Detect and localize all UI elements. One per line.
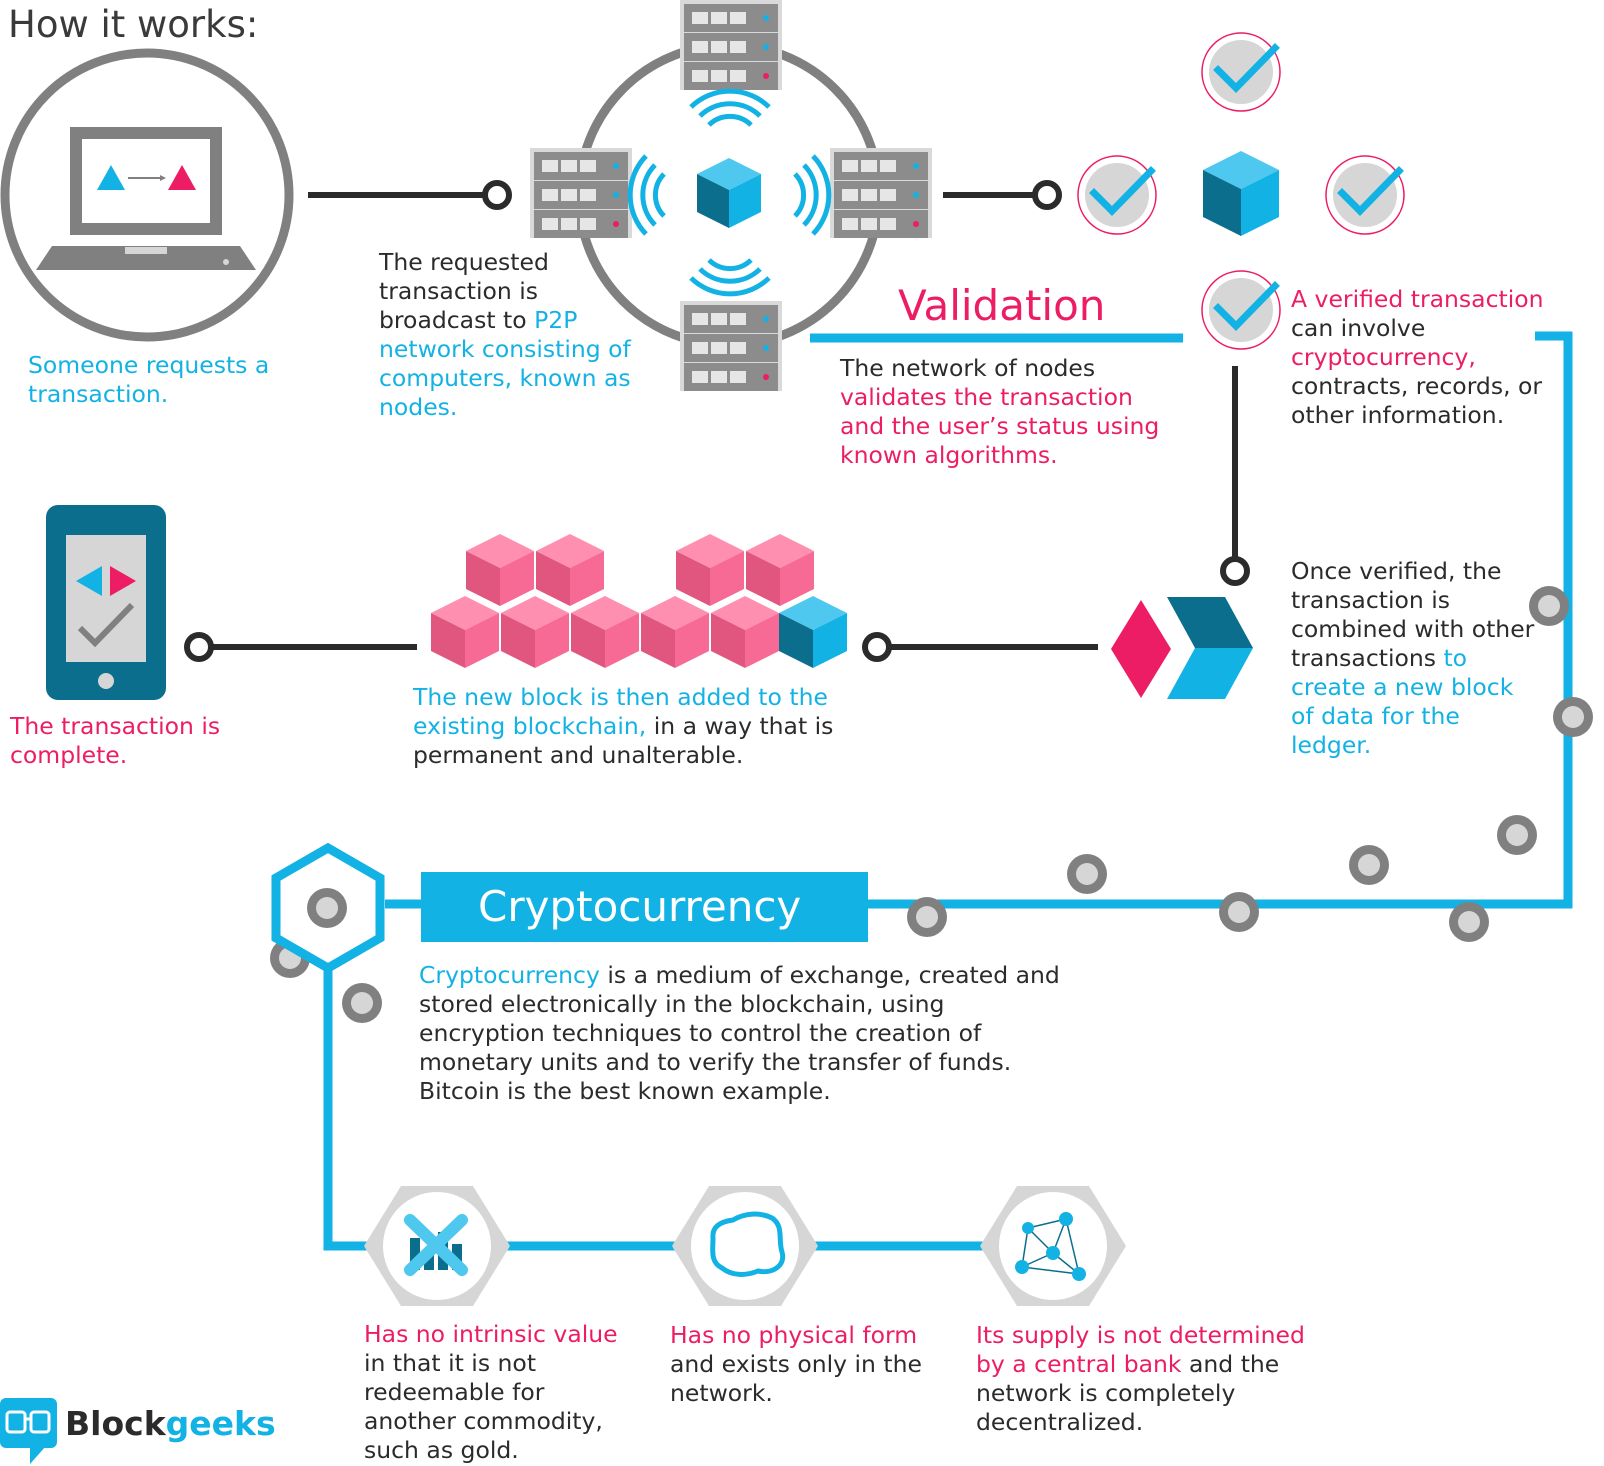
added-part2: in a way that is permanent and unalterab… bbox=[413, 712, 834, 769]
added-part1: The new block is then added to the exist… bbox=[413, 683, 828, 740]
no-value-icon bbox=[364, 1186, 510, 1306]
connector-validation-combine bbox=[1220, 366, 1250, 586]
laptop-icon bbox=[0, 48, 294, 342]
step-complete-text: The transaction is complete. bbox=[10, 712, 221, 769]
step-verified-text: A verified transaction can involve crypt… bbox=[1291, 285, 1577, 430]
broadcast-part1: The requested transaction is broadcast t… bbox=[379, 248, 549, 334]
page-title: How it works: bbox=[8, 3, 259, 46]
phone-icon bbox=[46, 505, 166, 700]
connector-combine-blockchain bbox=[862, 632, 1098, 662]
step-validation-text: The network of nodes validates the trans… bbox=[840, 354, 1170, 470]
connector-request-broadcast bbox=[308, 180, 512, 210]
crypto-desc-part1: Cryptocurrency bbox=[419, 961, 600, 989]
cryptocurrency-title: Cryptocurrency bbox=[478, 882, 802, 931]
blockgeeks-logo-text: Blockgeeks bbox=[65, 1404, 276, 1444]
step-request-text: Someone requests a transaction. bbox=[28, 351, 270, 408]
property-pink: Its supply is not determined by a centra… bbox=[976, 1321, 1305, 1378]
crypto-banner bbox=[421, 872, 868, 942]
network-icon bbox=[980, 1186, 1126, 1306]
validation-title: Validation bbox=[898, 281, 1106, 330]
property-no-physical-form: Has no physical form and exists only in … bbox=[670, 1321, 940, 1408]
logo-part1: Block bbox=[65, 1404, 166, 1443]
validation-part2: validates the transaction and the user’s… bbox=[840, 383, 1160, 469]
combined-part2: to create a new block of data for the le… bbox=[1291, 644, 1514, 759]
connector-blockchain-complete bbox=[184, 632, 417, 662]
property-rest: and the network is completely decentrali… bbox=[976, 1350, 1280, 1436]
step-combined-text: Once verified, the transaction is combin… bbox=[1291, 557, 1541, 760]
no-physical-form-icon bbox=[672, 1186, 818, 1306]
combined-part1: Once verified, the transaction is combin… bbox=[1291, 557, 1535, 672]
verified-part1: A verified transaction bbox=[1291, 285, 1544, 313]
verified-part4: contracts, records, or other information… bbox=[1291, 372, 1543, 429]
verified-part2: can involve bbox=[1291, 314, 1426, 342]
property-pink: Has no intrinsic value bbox=[364, 1320, 618, 1348]
property-no-value: Has no intrinsic value in that it is not… bbox=[364, 1320, 634, 1465]
blockgeeks-logo-icon bbox=[0, 1398, 57, 1464]
verified-part3: cryptocurrency, bbox=[1291, 343, 1476, 371]
step-broadcast-text: The requested transaction is broadcast t… bbox=[379, 248, 631, 422]
property-rest: and exists only in the network. bbox=[670, 1350, 922, 1407]
property-rest: in that it is not redeemable for another… bbox=[364, 1349, 603, 1464]
p2p-network-icon bbox=[530, 0, 932, 391]
property-pink: Has no physical form bbox=[670, 1321, 918, 1349]
combine-icon bbox=[1111, 597, 1253, 699]
connector-broadcast-validation bbox=[943, 180, 1062, 210]
crypto-hexagon bbox=[271, 842, 385, 974]
blockchain-icon bbox=[431, 534, 847, 668]
cryptocurrency-description: Cryptocurrency is a medium of exchange, … bbox=[419, 961, 1069, 1106]
property-decentralized: Its supply is not determined by a centra… bbox=[976, 1321, 1306, 1437]
crypto-path bbox=[323, 331, 1573, 1251]
logo-part2: geeks bbox=[165, 1404, 276, 1443]
broadcast-part2: P2P network consisting of computers, kno… bbox=[379, 306, 631, 421]
validation-part1: The network of nodes bbox=[840, 354, 1096, 382]
validation-checks-icon bbox=[1077, 32, 1405, 350]
step-added-text: The new block is then added to the exist… bbox=[413, 683, 868, 770]
crypto-desc-part2: is a medium of exchange, created and sto… bbox=[419, 961, 1060, 1105]
